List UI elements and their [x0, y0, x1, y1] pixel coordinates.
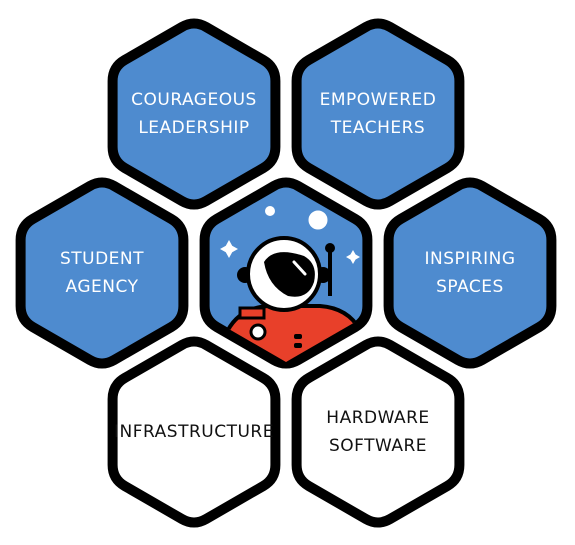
- hexagon-label-infrastructure-1: INFRASTRUCTURE: [114, 422, 274, 442]
- hexagon-courageous-leadership: COURAGEOUS LEADERSHIP: [107, 18, 281, 210]
- hexagon-label-courageous-leadership-2: LEADERSHIP: [138, 118, 249, 138]
- hexagon-shape-infrastructure: [107, 336, 281, 528]
- hexagon-hardware-software: HARDWARE SOFTWARE: [291, 336, 465, 528]
- hexagon-student-agency: STUDENT AGENCY: [15, 177, 189, 369]
- hexagon-shape-empowered-teachers: [291, 18, 465, 210]
- hexagon-label-student-agency-1: STUDENT: [60, 249, 144, 269]
- hexagon-label-hardware-software-1: HARDWARE: [326, 408, 429, 428]
- hexagon-shape-inspiring-spaces: [383, 177, 557, 369]
- hexagon-label-inspiring-spaces-1: INSPIRING: [424, 249, 515, 269]
- hexagon-label-hardware-software-2: SOFTWARE: [329, 436, 427, 456]
- hexagon-label-empowered-teachers-1: EMPOWERED: [320, 90, 437, 110]
- hexagon-shape-student-agency: [15, 177, 189, 369]
- hexagon-shape-hardware-software: [291, 336, 465, 528]
- hexagon-shape-courageous-leadership: [107, 18, 281, 210]
- hexagon-empowered-teachers: EMPOWERED TEACHERS: [291, 18, 465, 210]
- hexagon-label-courageous-leadership-1: COURAGEOUS: [131, 90, 257, 110]
- hexagon-inspiring-spaces: INSPIRING SPACES: [383, 177, 557, 369]
- hexagon-infrastructure: INFRASTRUCTURE: [107, 336, 281, 528]
- hexagon-label-student-agency-2: AGENCY: [66, 277, 139, 297]
- hexagon-label-empowered-teachers-2: TEACHERS: [330, 118, 425, 138]
- hexagon-label-inspiring-spaces-2: SPACES: [436, 277, 504, 297]
